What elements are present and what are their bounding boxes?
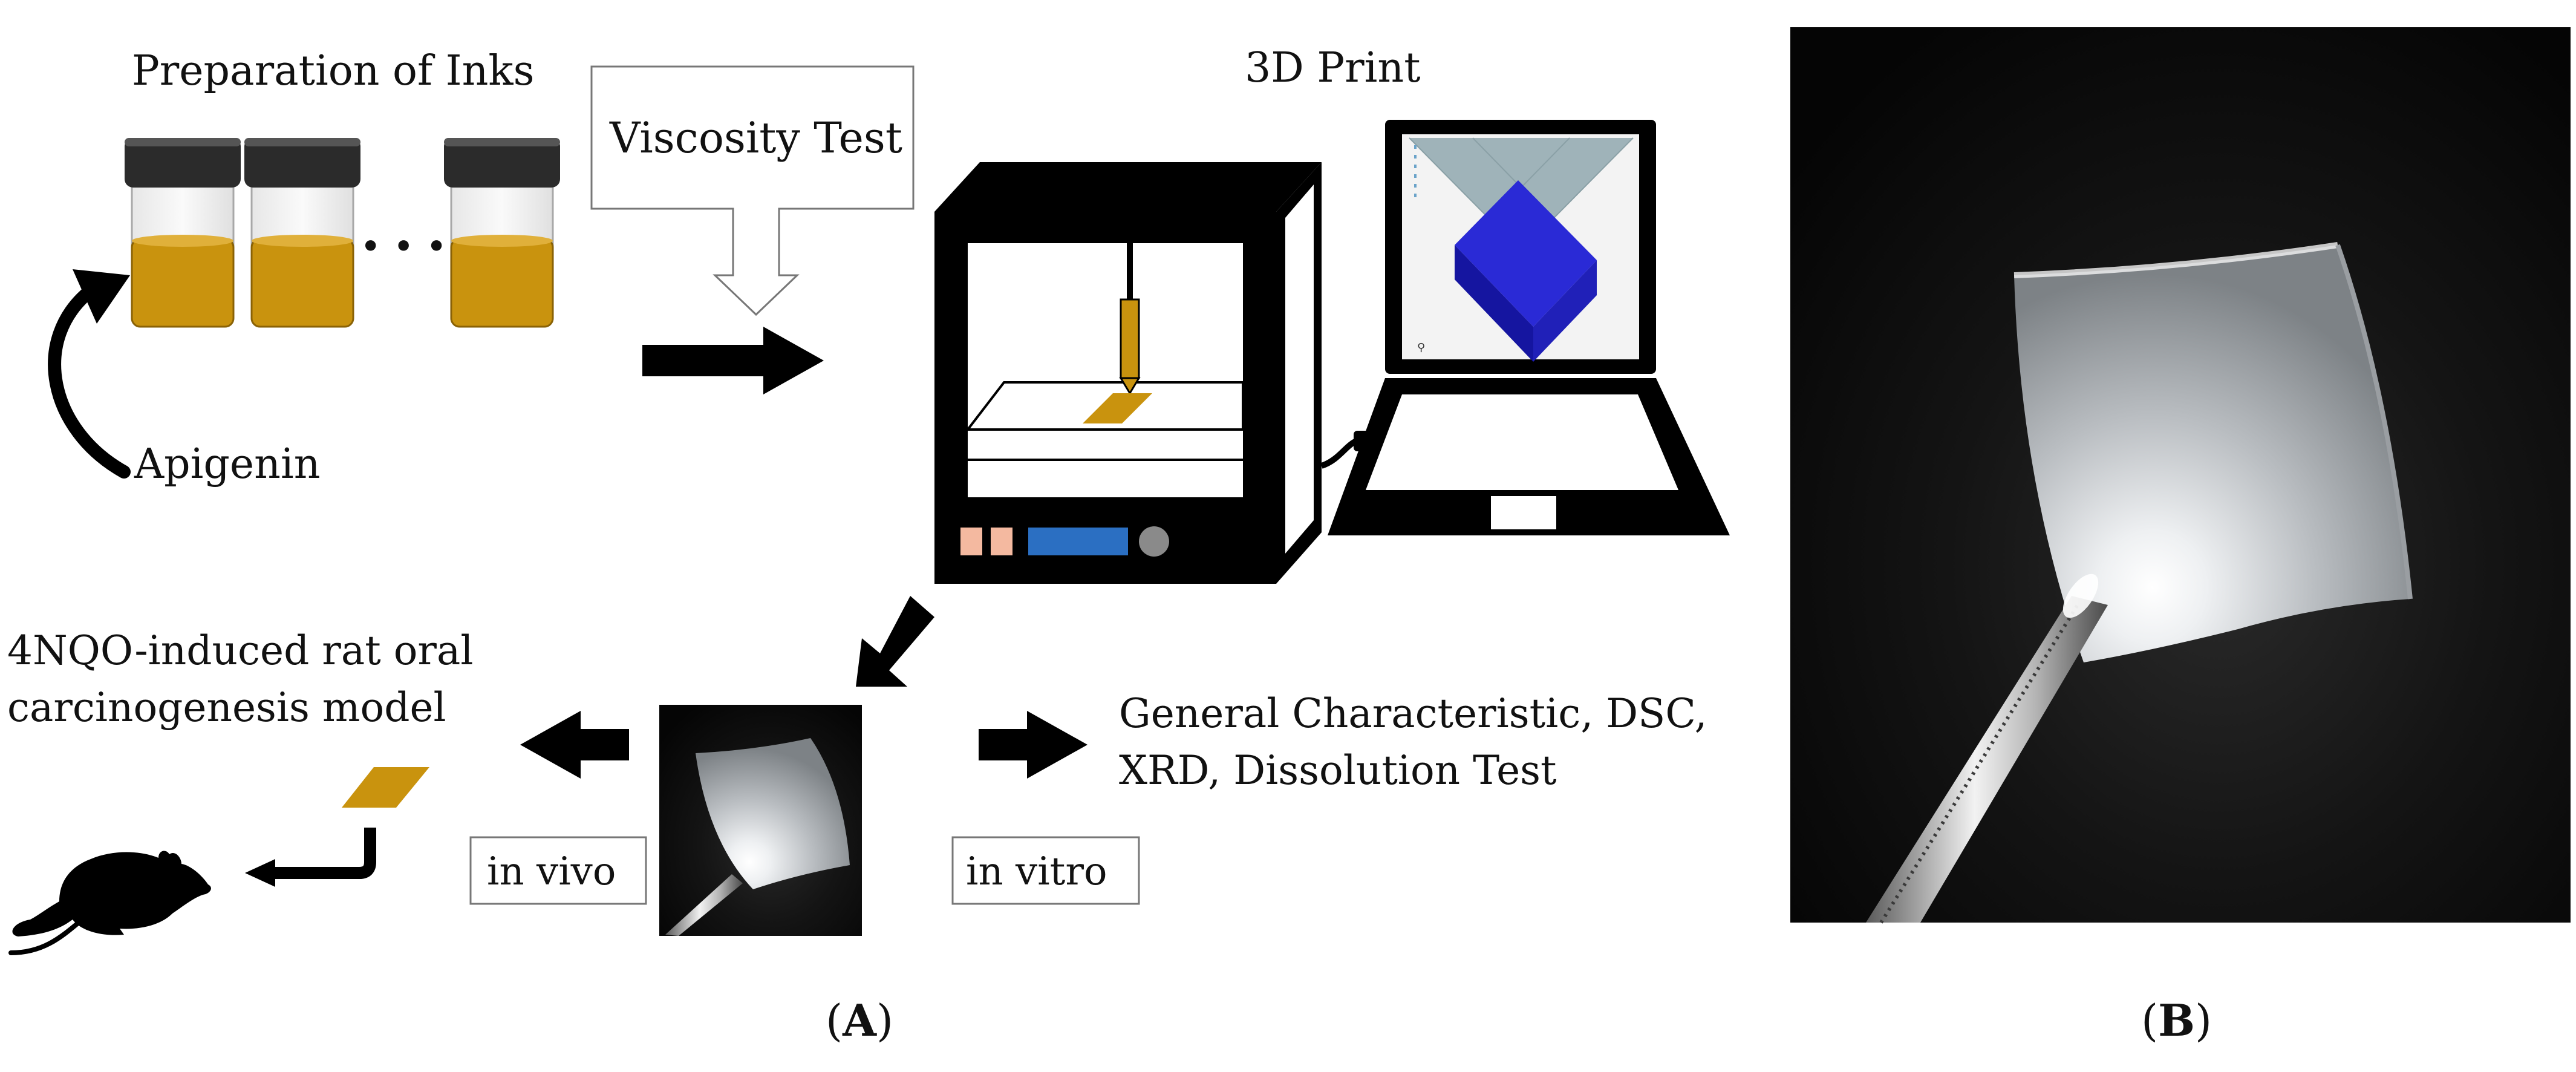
in-vitro-box: [951, 836, 1140, 905]
panel-a-letter: A: [842, 995, 877, 1046]
in-vivo-label: in vivo: [487, 849, 616, 894]
panel-a-label: (A): [826, 995, 893, 1046]
film-photo-small: [659, 705, 862, 936]
ink-vial: [444, 138, 560, 328]
arrow-to-printer: [642, 327, 824, 394]
panel-b-open-paren: (: [2141, 995, 2158, 1046]
panel-b-letter: B: [2158, 995, 2195, 1046]
panel-b-label: (B): [2141, 995, 2212, 1046]
panel-a-close-paren: ): [876, 995, 893, 1046]
model-label-line2: carcinogenesis model: [7, 684, 446, 731]
arrow-to-in-vitro: [979, 711, 1087, 779]
viscosity-label: Viscosity Test: [609, 113, 902, 163]
printer-3d: [934, 162, 1322, 584]
arrow-to-in-vivo: [520, 711, 629, 779]
arrow-to-film: [856, 596, 934, 687]
viscosity-callout: [590, 65, 915, 316]
print-3d-label: 3D Print: [1245, 44, 1421, 92]
rat-icon: [8, 851, 211, 955]
svg-text:⚲: ⚲: [1417, 341, 1425, 354]
panel-a-open-paren: (: [826, 995, 843, 1046]
preparation-label: Preparation of Inks: [132, 47, 535, 95]
model-label-line1: 4NQO-induced rat oral: [7, 627, 473, 674]
vial-dots: • • •: [360, 226, 447, 268]
in-vivo-box: [469, 836, 647, 905]
laptop: ⚲: [1328, 120, 1730, 535]
apigenin-label: Apigenin: [134, 440, 321, 488]
film-sample: [342, 767, 429, 808]
ink-vial: [125, 138, 241, 328]
arrow-to-rat: [245, 828, 376, 887]
in-vitro-label: in vitro: [966, 849, 1107, 894]
apigenin-curved-arrow: [48, 269, 131, 479]
tests-label-line1: General Characteristic, DSC,: [1119, 690, 1707, 737]
ink-vials: • • •: [125, 138, 560, 328]
film-photo-large: [1790, 27, 2571, 924]
panel-b-close-paren: ): [2195, 995, 2212, 1046]
tests-label-line2: XRD, Dissolution Test: [1119, 747, 1557, 794]
ink-vial: [244, 138, 360, 328]
